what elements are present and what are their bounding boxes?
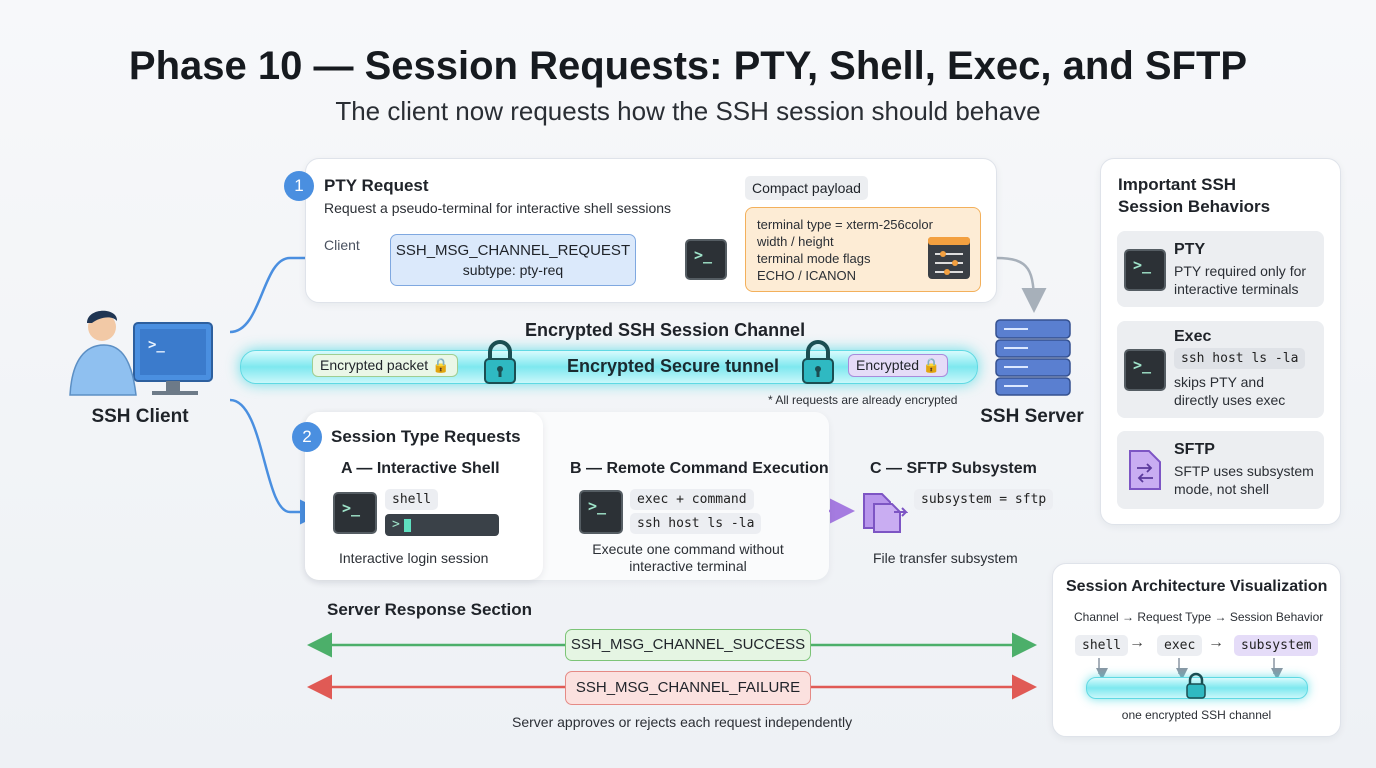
sftp-chip: subsystem = sftp <box>914 489 1054 510</box>
server-response-title: Server Response Section <box>327 600 533 619</box>
cursor <box>404 519 411 532</box>
step-number-badge: 2 <box>292 422 322 452</box>
terminal-icon: >_ <box>333 492 377 534</box>
architecture-caption: one encrypted SSH channel <box>1121 708 1272 722</box>
shell-title: A — Interactive Shell <box>341 460 500 477</box>
tunnel-heading: Encrypted SSH Session Channel <box>525 320 806 340</box>
behavior-name: SFTP <box>1174 441 1215 458</box>
payload-line: width / height <box>757 234 834 249</box>
ssh-client-label: SSH Client <box>91 406 189 427</box>
behaviors-title-line: Important SSH <box>1118 175 1237 194</box>
payload-label: Compact payload <box>745 176 868 200</box>
page-subtitle: The client now requests how the SSH sess… <box>335 96 1041 126</box>
lock-icon <box>484 340 516 384</box>
client-to-pty-arrow <box>229 245 385 334</box>
lock-icon <box>1186 672 1206 699</box>
payload-line: terminal type = xterm-256color <box>757 217 933 232</box>
sftp-title: C — SFTP Subsystem <box>870 460 1037 477</box>
terminal-icon: >_ <box>1124 249 1166 291</box>
arrow-right-icon: → <box>1208 634 1224 651</box>
architecture-flow: Channel → Request Type → Session Behavio… <box>1074 610 1324 624</box>
exec-chip: exec + command <box>630 489 754 510</box>
architecture-card: Session Architecture Visualization Chann… <box>1052 563 1341 737</box>
arch-chip-subsystem: subsystem <box>1234 635 1319 656</box>
terminal-icon: >_ <box>1124 349 1166 391</box>
file-transfer-icon <box>863 493 908 533</box>
shell-prompt: > <box>392 517 400 532</box>
client-label: Client <box>324 237 360 253</box>
exec-caption-line: interactive terminal <box>629 558 747 574</box>
behavior-desc: mode, not shell <box>1174 481 1269 497</box>
svg-text:>_: >_ <box>148 337 165 353</box>
arrow-right-icon: → <box>1129 634 1145 651</box>
failure-message: SSH_MSG_CHANNEL_FAILURE <box>565 671 811 705</box>
ssh-server-icon <box>995 319 1071 396</box>
payload-line: terminal mode flags <box>757 251 871 266</box>
behavior-pty: >_ PTY PTY required only for interactive… <box>1117 231 1324 307</box>
arch-down-arrows <box>1096 658 1283 680</box>
pty-request-card: 1 PTY Request Request a pseudo-terminal … <box>284 158 997 303</box>
terminal-icon: >_ <box>579 490 623 534</box>
behavior-sftp: SFTP SFTP uses subsystem mode, not shell <box>1117 431 1324 509</box>
behavior-desc: SFTP uses subsystem <box>1174 463 1314 479</box>
behavior-name: PTY <box>1174 241 1206 258</box>
client-to-session-arrow <box>229 398 325 525</box>
encrypted-badge: Encrypted 🔒 <box>848 354 949 377</box>
page-title: Phase 10 — Session Requests: PTY, Shell,… <box>128 44 1248 88</box>
behavior-code-chip: ssh host ls -la <box>1174 348 1306 369</box>
behavior-exec: >_ Exec ssh host ls -la skips PTY and di… <box>1117 321 1324 418</box>
behavior-desc: directly uses exec <box>1174 392 1286 408</box>
channel-request-type: SSH_MSG_CHANNEL_REQUEST <box>395 242 631 259</box>
architecture-title: Session Architecture Visualization <box>1066 578 1328 595</box>
exec-caption-line: Execute one command without <box>592 541 784 557</box>
settings-sliders-icon <box>928 237 970 279</box>
pty-to-server-arrow <box>995 256 1047 313</box>
tunnel-center-label: Encrypted Secure tunnel <box>567 356 780 376</box>
behavior-desc: PTY required only for <box>1174 263 1307 279</box>
terminal-icon: >_ <box>685 239 727 280</box>
payload-box: terminal type = xterm-256color width / h… <box>745 207 981 292</box>
exec-command-chip: ssh host ls -la <box>630 513 762 534</box>
arch-chip-exec: exec <box>1157 635 1203 656</box>
channel-request-subtype: subtype: pty-req <box>462 262 564 278</box>
file-transfer-icon <box>1129 450 1161 490</box>
shell-prompt-bar: > <box>385 514 499 536</box>
behavior-desc: interactive terminals <box>1174 281 1299 297</box>
behavior-name: Exec <box>1174 328 1212 345</box>
encrypted-packet-badge: Encrypted packet 🔒 <box>312 354 458 377</box>
ssh-server-label: SSH Server <box>980 406 1084 427</box>
lock-icon <box>802 340 834 384</box>
behaviors-card: Important SSH Session Behaviors >_ PTY P… <box>1100 158 1341 525</box>
tunnel-note: * All requests are already encrypted <box>768 393 958 407</box>
behavior-desc: skips PTY and <box>1174 374 1265 390</box>
session-type-title: Session Type Requests <box>331 427 521 446</box>
shell-chip: shell <box>385 489 439 510</box>
pty-request-description: Request a pseudo-terminal for interactiv… <box>324 200 672 216</box>
success-message: SSH_MSG_CHANNEL_SUCCESS <box>565 629 811 661</box>
channel-request-message: SSH_MSG_CHANNEL_REQUEST subtype: pty-req <box>390 234 636 286</box>
exec-title: B — Remote Command Execution <box>570 460 829 477</box>
arch-chip-shell: shell <box>1075 635 1129 656</box>
step-number-badge: 1 <box>284 171 314 201</box>
ssh-client-illustration: >_ <box>69 310 213 396</box>
payload-line: ECHO / ICANON <box>757 268 856 283</box>
shell-caption: Interactive login session <box>339 550 489 566</box>
sftp-caption: File transfer subsystem <box>873 550 1018 566</box>
response-note: Server approves or rejects each request … <box>512 714 853 730</box>
pty-request-title: PTY Request <box>324 176 429 195</box>
behaviors-title-line: Session Behaviors <box>1118 197 1271 216</box>
